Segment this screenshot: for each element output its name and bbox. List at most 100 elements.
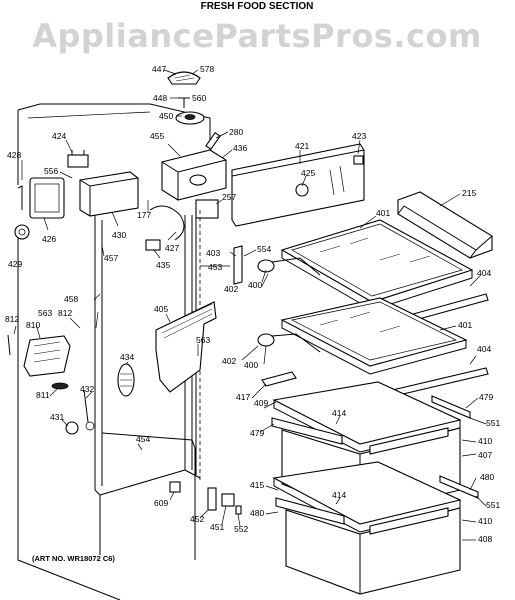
rail-417 [261, 371, 297, 387]
callout-408: 408 [478, 534, 492, 544]
trim-421 [231, 143, 365, 227]
section-title: FRESH FOOD SECTION [201, 1, 314, 12]
callout-414-lower: 414 [332, 490, 346, 500]
bulb-423 [353, 155, 364, 165]
control-housing-436 [161, 149, 227, 201]
screw-448 [178, 97, 190, 108]
light-socket-450 [175, 111, 205, 125]
callout-425: 425 [301, 168, 315, 178]
shelf-401-upper [280, 219, 474, 311]
callout-400-upper: 400 [248, 280, 262, 290]
callout-560: 560 [192, 93, 206, 103]
callout-457: 457 [104, 253, 118, 263]
callout-435: 435 [156, 260, 170, 270]
fitting-812-left [7, 334, 11, 356]
bracket-400-upper [257, 259, 275, 273]
callout-453: 453 [208, 262, 222, 272]
tube-432 [83, 389, 89, 423]
callout-404-lower: 404 [477, 344, 491, 354]
callout-479-left: 479 [250, 428, 264, 438]
callout-417: 417 [236, 392, 250, 402]
callout-458: 458 [64, 294, 78, 304]
callout-554: 554 [257, 244, 271, 254]
water-valve-810 [23, 335, 71, 377]
part-431 [65, 421, 79, 435]
callout-448: 448 [153, 93, 167, 103]
callout-812-right: 812 [58, 308, 72, 318]
callout-407: 407 [478, 450, 492, 460]
rail-403 [233, 245, 243, 285]
callout-424: 424 [52, 131, 66, 141]
shelf-401-lower [280, 297, 468, 375]
knob-429 [14, 224, 30, 240]
callout-215: 215 [462, 188, 476, 198]
callout-556: 556 [44, 166, 58, 176]
callout-552: 552 [234, 524, 248, 534]
vent-cover-405 [155, 301, 217, 393]
callout-410-lower: 410 [478, 516, 492, 526]
callout-551-lower: 551 [486, 500, 500, 510]
callout-labels: 447 578 448 560 450 280 424 455 436 421 … [5, 64, 500, 544]
clip-811 [51, 382, 69, 390]
callout-426: 426 [42, 234, 56, 244]
relay-257 [195, 199, 219, 219]
callout-451: 451 [210, 522, 224, 532]
callout-563-left: 563 [38, 308, 52, 318]
callout-401-lower: 401 [458, 320, 472, 330]
callout-402-upper: 402 [224, 284, 238, 294]
callout-480-left: 480 [250, 508, 264, 518]
callout-454: 454 [136, 434, 150, 444]
harness-427 [149, 205, 185, 241]
callout-810: 810 [26, 320, 40, 330]
part-609 [169, 481, 181, 493]
callout-402-lower: 402 [222, 356, 236, 366]
callout-480-right: 480 [480, 472, 494, 482]
callout-409: 409 [254, 398, 268, 408]
callout-455: 455 [150, 131, 164, 141]
callout-432: 432 [80, 384, 94, 394]
callout-479-right: 479 [479, 392, 493, 402]
clip-428 [17, 185, 23, 210]
callout-415: 415 [250, 480, 264, 490]
callout-405: 405 [154, 304, 168, 314]
callout-811: 811 [36, 390, 50, 400]
callout-404-upper: 404 [477, 268, 491, 278]
callout-400-lower: 400 [244, 360, 258, 370]
callout-414-upper: 414 [332, 408, 346, 418]
clip-451 [221, 493, 235, 507]
callout-452: 452 [190, 514, 204, 524]
crisper-pan-408 [275, 497, 461, 595]
callout-434: 434 [120, 352, 134, 362]
shroud-426 [29, 177, 65, 219]
callout-177: 177 [137, 210, 151, 220]
bracket-400-lower [257, 333, 275, 347]
callout-431: 431 [50, 412, 64, 422]
thermostat-424 [67, 150, 89, 168]
callout-551-upper: 551 [486, 418, 500, 428]
dairy-bin-215 [397, 191, 493, 259]
callout-257: 257 [222, 192, 236, 202]
watermark-text: AppliancePartsPros.com [32, 17, 482, 55]
callout-447: 447 [152, 64, 166, 74]
screw-552 [235, 505, 242, 515]
bulb-280 [205, 131, 221, 151]
bracket-452 [207, 487, 217, 511]
callout-403: 403 [206, 248, 220, 258]
bracket-430 [79, 171, 139, 217]
callout-423: 423 [352, 131, 366, 141]
callout-410-upper: 410 [478, 436, 492, 446]
callout-428: 428 [7, 150, 21, 160]
crisper-cover-409 [272, 381, 462, 453]
callout-430: 430 [112, 230, 126, 240]
callout-609: 609 [154, 498, 168, 508]
art-number: (ART NO. WR18072 C6) [32, 554, 115, 563]
callout-429: 429 [8, 259, 22, 269]
connector-435 [145, 239, 161, 251]
callout-812-left: 812 [5, 314, 19, 324]
callout-436: 436 [233, 143, 247, 153]
callout-427: 427 [165, 243, 179, 253]
callout-280: 280 [229, 127, 243, 137]
callout-401-upper: 401 [376, 208, 390, 218]
callout-450: 450 [159, 111, 173, 121]
